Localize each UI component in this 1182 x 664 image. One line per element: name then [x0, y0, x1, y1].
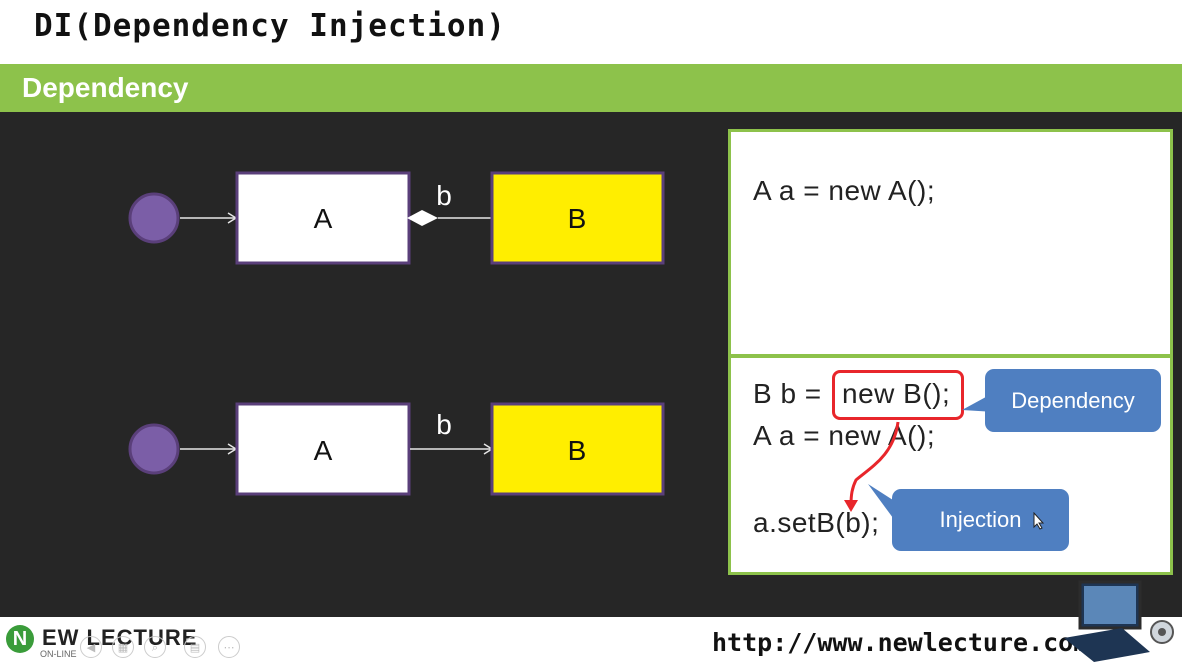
link-label-top: b: [436, 180, 452, 211]
code-line-a: A a = new A();: [753, 420, 936, 451]
box-b-top: [490, 171, 665, 265]
section-band: Dependency: [0, 64, 1182, 112]
player-more-icon[interactable]: ⋯: [218, 636, 240, 658]
callout-injection-tail: [868, 484, 893, 518]
box-b-top-label: B: [568, 203, 587, 234]
code-line-setb: a.setB(b);: [753, 507, 880, 538]
player-notes-icon[interactable]: ▤: [184, 636, 206, 658]
website-url: http://www.newlecture.com: [712, 628, 1089, 657]
actor-circle-top: [128, 192, 180, 244]
composition-diamond: [407, 210, 438, 226]
logo-icon: N: [6, 625, 34, 653]
link-label-bottom: b: [436, 409, 452, 440]
box-b-bottom: [490, 402, 665, 496]
box-a-top-label: A: [314, 203, 333, 234]
code-panel-top: [728, 129, 1173, 357]
logo-subtext: ON-LINE: [40, 649, 77, 659]
code-line-b-prefix: B b =: [753, 378, 830, 409]
box-a-top: [235, 171, 411, 265]
box-b-bottom-label: B: [568, 435, 587, 466]
code-line-b-highlight: new B();: [842, 378, 951, 409]
player-zoom-icon[interactable]: ⌕: [144, 636, 166, 658]
section-title: Dependency: [22, 72, 189, 103]
code-line-top: A a = new A();: [753, 175, 936, 206]
player-prev-icon[interactable]: ◀: [80, 636, 102, 658]
slide-title: DI(Dependency Injection): [34, 8, 506, 44]
dependency-diagram: A b B A b B: [128, 171, 665, 496]
computer-monitor-icon: [1064, 580, 1174, 662]
mouse-cursor-icon: [1033, 512, 1045, 530]
actor-circle-bottom: [128, 423, 180, 475]
dependency-highlight-box: [832, 370, 964, 420]
box-a-bottom: [235, 402, 411, 496]
callout-dependency: Dependency: [985, 369, 1161, 432]
box-a-bottom-label: A: [314, 435, 333, 466]
player-slides-icon[interactable]: ▦: [112, 636, 134, 658]
